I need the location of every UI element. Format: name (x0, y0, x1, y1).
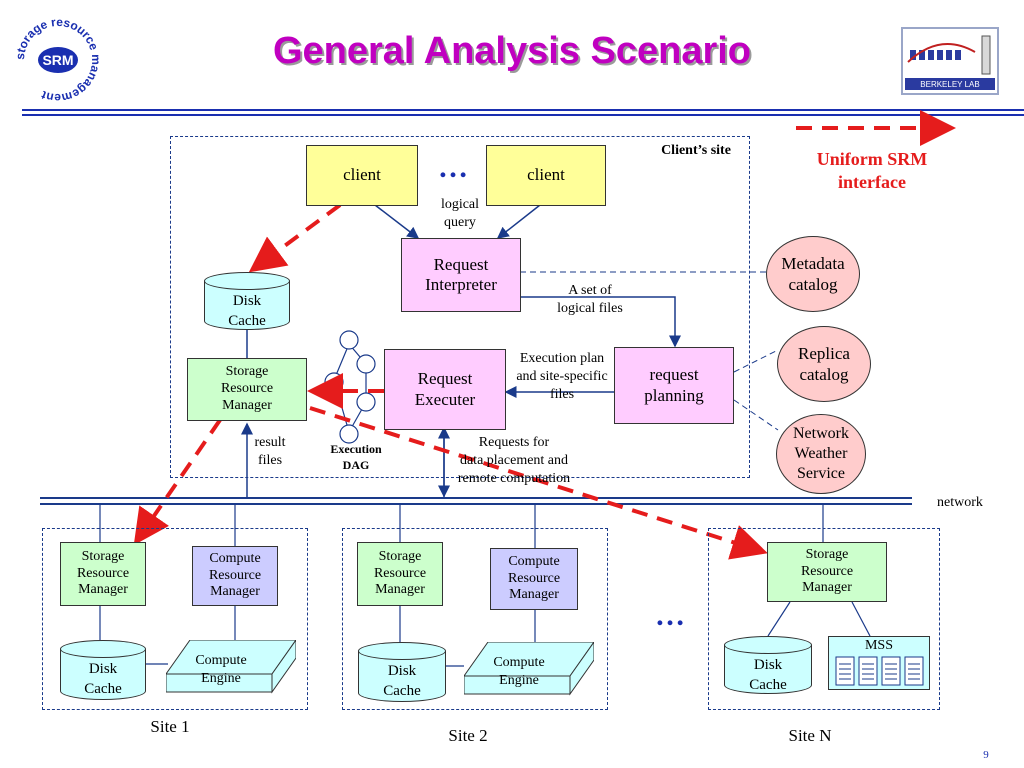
logical-files-label: A set of logical files (557, 283, 623, 317)
site-2-compute-engine[interactable]: Compute Engine (463, 640, 595, 696)
site-1-storage-resource-manager[interactable]: Storage Resource Manager (60, 542, 146, 606)
site-n-mss-label: MSS (864, 638, 894, 653)
client-box-1[interactable]: client (306, 145, 418, 206)
site-2-compute-resource-manager[interactable]: Compute Resource Manager (490, 548, 578, 610)
site-1-region (42, 528, 308, 710)
site-n-region (708, 528, 940, 710)
uniform-srm-interface-label: Uniform SRM interface (816, 149, 928, 193)
berkeley-lab-logo: BERKELEY LAB (900, 22, 1000, 98)
berkeley-lab-text: BERKELEY LAB (920, 80, 979, 89)
site-1-compute-resource-manager[interactable]: Compute Resource Manager (192, 546, 278, 606)
result-files-label: result files (254, 435, 286, 469)
site-n-storage-resource-manager[interactable]: Storage Resource Manager (767, 542, 887, 602)
replica-catalog[interactable]: Replica catalog (777, 326, 871, 402)
execution-plan-label: Execution plan and site-specific files (516, 351, 608, 403)
srm-logo: storage resource management SRM (12, 14, 104, 106)
client-disk-cache[interactable]: Disk Cache (204, 272, 290, 330)
sites-ellipsis: … (655, 599, 685, 632)
slide-title: General Analysis Scenario (272, 30, 752, 72)
site-n-label: Site N (788, 726, 832, 745)
client-site-label: Client’s site (661, 143, 731, 158)
site-n-disk-cache-label: Disk Cache (749, 657, 787, 693)
site-2-disk-cache-label: Disk Cache (383, 663, 421, 699)
client-box-2[interactable]: client (486, 145, 606, 206)
site-2-label: Site 2 (448, 726, 488, 745)
requests-for-label: Requests for data placement and remote c… (457, 435, 571, 487)
network-label: network (937, 495, 983, 510)
tape-drive-icons (835, 656, 924, 686)
metadata-catalog[interactable]: Metadata catalog (766, 236, 860, 312)
site-2-compute-engine-label: Compute Engine (493, 655, 545, 689)
site-2-disk-cache[interactable]: Disk Cache (358, 642, 446, 702)
page-number: 9 (983, 749, 989, 761)
site-1-disk-cache-label: Disk Cache (84, 661, 122, 697)
site-2-region (342, 528, 608, 710)
request-planning[interactable]: request planning (614, 347, 734, 424)
site-1-compute-engine-label: Compute Engine (195, 653, 247, 687)
site-n-mss[interactable]: MSS (828, 636, 930, 690)
site-1-compute-engine[interactable]: Compute Engine (165, 638, 297, 694)
network-weather-service[interactable]: Network Weather Service (776, 414, 866, 494)
site-1-label: Site 1 (150, 717, 190, 736)
logical-query-label: logical query (440, 197, 480, 231)
srm-logo-center: SRM (42, 52, 73, 68)
site-2-storage-resource-manager[interactable]: Storage Resource Manager (357, 542, 443, 606)
client-disk-cache-label: Disk Cache (228, 293, 266, 329)
title-separator (22, 105, 1024, 116)
request-executer[interactable]: Request Executer (384, 349, 506, 430)
site-1-disk-cache[interactable]: Disk Cache (60, 640, 146, 700)
request-interpreter[interactable]: Request Interpreter (401, 238, 521, 312)
client-site-region (170, 136, 750, 478)
client-storage-resource-manager[interactable]: Storage Resource Manager (187, 358, 307, 421)
site-n-disk-cache[interactable]: Disk Cache (724, 636, 812, 694)
execution-dag-label: Execution DAG (330, 442, 382, 472)
clients-ellipsis: … (438, 151, 468, 184)
